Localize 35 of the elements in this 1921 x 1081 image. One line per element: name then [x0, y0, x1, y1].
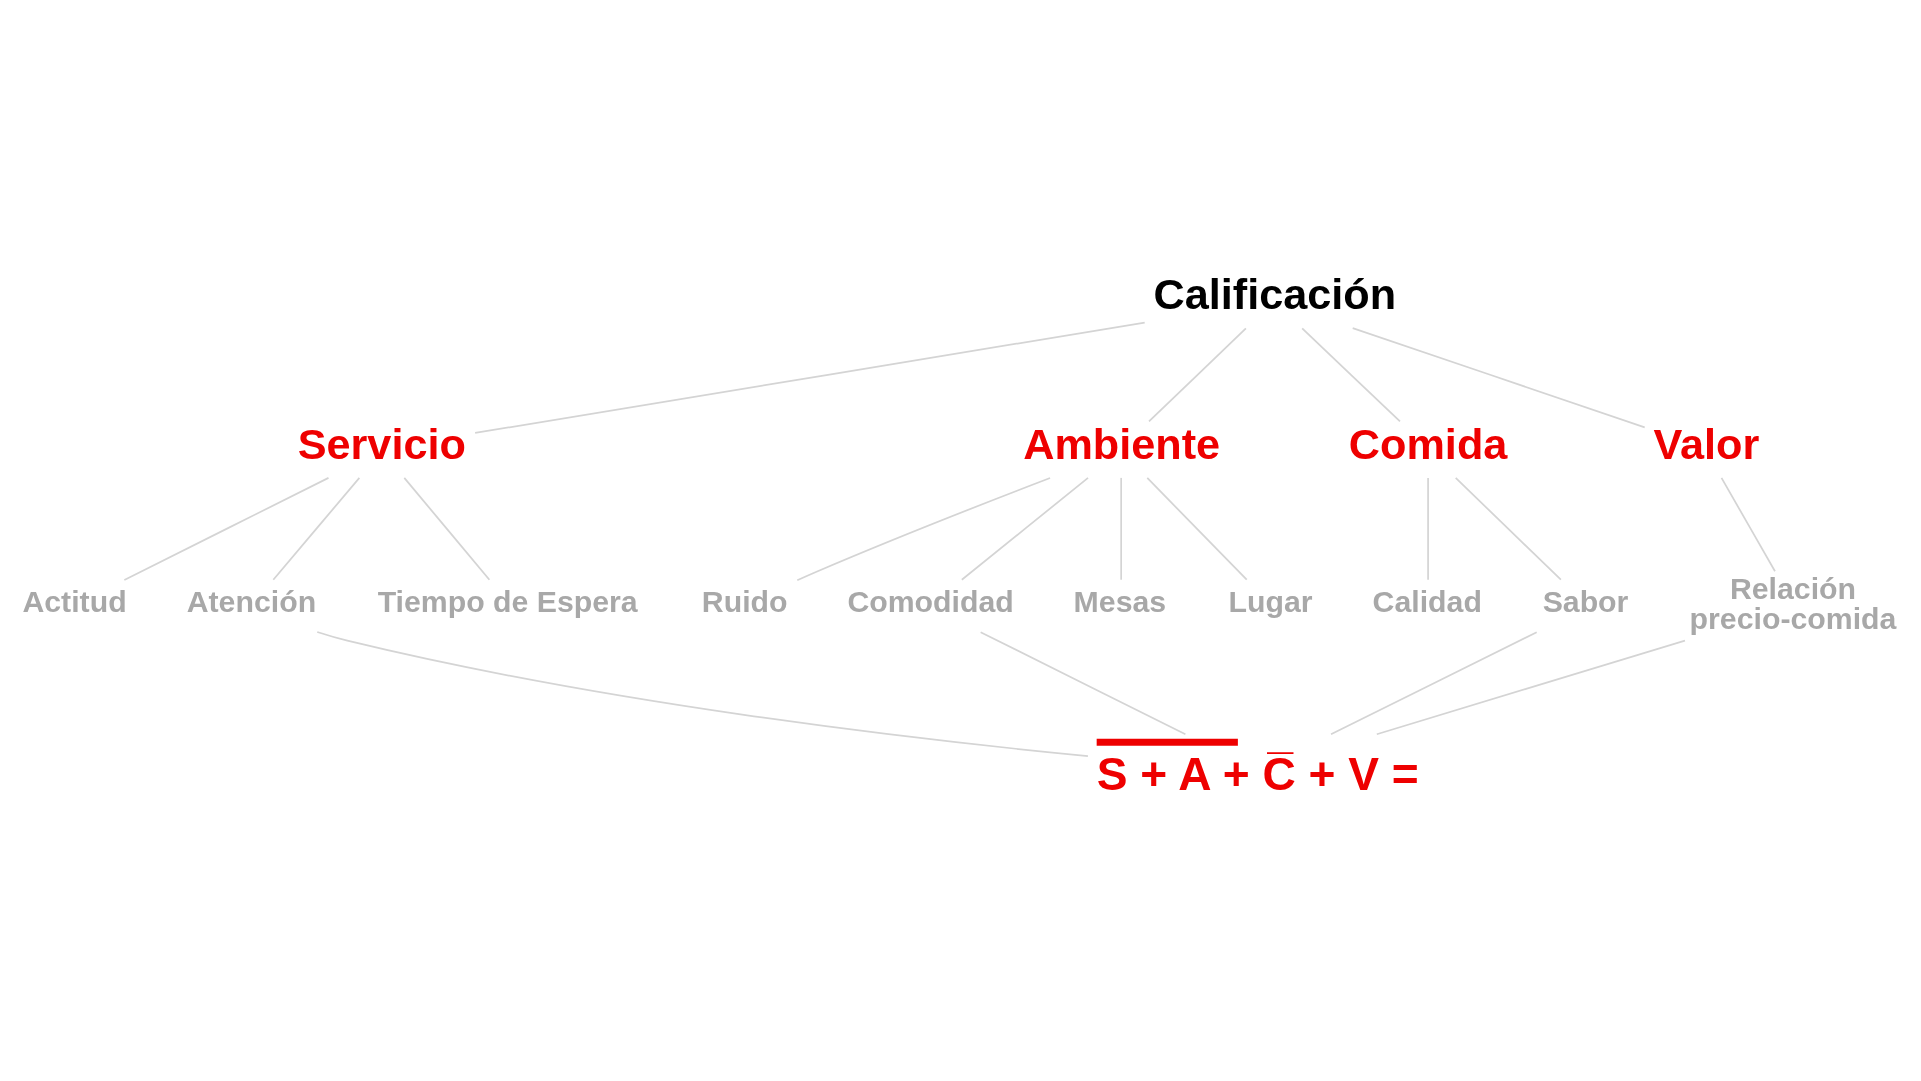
connector: [1301, 327, 1401, 423]
node-text: Calificación: [1153, 270, 1397, 319]
node-text: Sabor: [1542, 585, 1629, 619]
node-text: Comodidad: [847, 585, 1014, 619]
connector: [796, 477, 1051, 582]
node-text: Actitud: [22, 585, 127, 619]
node-text: Mesas: [1073, 585, 1167, 619]
connector: [474, 321, 1146, 434]
connector: [1330, 631, 1538, 736]
connector: [272, 477, 361, 581]
connector: [316, 631, 1089, 757]
node-box: [1096, 738, 1238, 746]
connector: [1148, 327, 1247, 423]
node-text: Calidad: [1372, 585, 1482, 619]
connector: [1454, 477, 1562, 581]
connector: [960, 477, 1089, 581]
connector: [1120, 477, 1123, 581]
node-text: Tiempo de Espera: [377, 585, 638, 619]
connector: [1351, 327, 1646, 429]
connector: [1720, 477, 1776, 573]
node-text: Lugar: [1228, 585, 1313, 619]
node-text: Ruido: [701, 585, 788, 619]
connector: [1146, 477, 1248, 581]
node-label: S + A + C̅ + V =: [1096, 747, 1419, 800]
connector: [1427, 477, 1429, 581]
connector: [403, 477, 491, 581]
node-text: Ambiente: [1023, 420, 1221, 469]
node-text: Relación precio-comida: [1689, 571, 1897, 635]
connector: [979, 631, 1187, 736]
node-text: Comida: [1348, 420, 1508, 469]
connector: [123, 477, 330, 581]
connector: [1375, 639, 1686, 736]
node-text: Servicio: [297, 420, 466, 469]
node-text: Atención: [186, 585, 317, 619]
node-text: Valor: [1653, 420, 1760, 469]
